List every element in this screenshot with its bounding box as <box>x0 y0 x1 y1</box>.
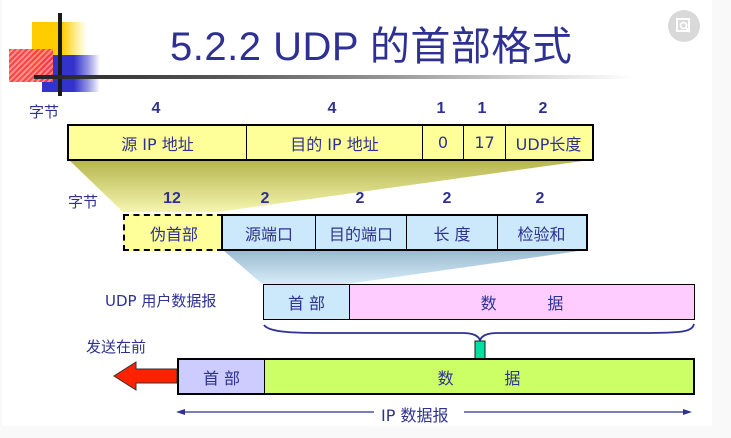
size-zero: 1 <box>436 100 446 117</box>
size-src-port: 2 <box>260 190 270 207</box>
size-pseudo: 12 <box>163 190 181 207</box>
ip-datagram-row: 首 部 数 据 <box>177 358 695 395</box>
ip-datagram-header: 首 部 <box>179 360 264 393</box>
send-first-label: 发送在前 <box>86 338 147 356</box>
zoom-button[interactable] <box>668 10 700 42</box>
brace <box>263 323 695 343</box>
ip-datagram-span-label: IP 数据报 <box>381 406 449 425</box>
field-zero: 0 <box>422 126 463 159</box>
size-protocol: 1 <box>477 100 487 117</box>
udp-header-row: 源端口 目的端口 长 度 检验和 <box>221 214 588 251</box>
zoom-icon <box>676 18 691 33</box>
field-udp-length: UDP长度 <box>505 126 591 159</box>
pseudo-header-box: 伪首部 <box>123 214 223 251</box>
send-arrow-icon <box>113 361 178 391</box>
field-dst-port: 目的端口 <box>315 216 406 249</box>
decor-vertical-line <box>58 13 62 96</box>
funnel-shapes <box>69 160 695 415</box>
size-dst-port: 2 <box>355 190 365 207</box>
page-title: 5.2.2 UDP 的首部格式 <box>170 25 573 69</box>
field-src-ip: 源 IP 地址 <box>121 134 194 154</box>
size-src-ip: 4 <box>151 100 161 117</box>
field-dst-ip: 目的 IP 地址 <box>246 126 422 159</box>
udp-datagram-row: 首 部 数 据 <box>263 284 695 320</box>
span-arrow-right-icon <box>683 409 692 415</box>
pseudo-header-funnel <box>69 160 590 212</box>
udp-header-funnel <box>223 250 586 284</box>
size-udp-length: 2 <box>538 100 548 117</box>
size-length: 2 <box>442 190 452 207</box>
title-underline <box>34 75 634 79</box>
ip-datagram-data: 数 据 <box>264 360 693 393</box>
bytes-label-2: 字节 <box>68 193 99 211</box>
udp-datagram-data: 数 据 <box>349 285 694 319</box>
udp-datagram-label: UDP 用户数据报 <box>105 292 217 310</box>
field-checksum: 检验和 <box>497 216 585 249</box>
size-dst-ip: 4 <box>327 100 337 117</box>
field-protocol: 17 <box>463 126 505 159</box>
udp-datagram-header: 首 部 <box>264 285 349 319</box>
field-src-port: 源端口 <box>244 224 293 244</box>
field-length: 长 度 <box>406 216 497 249</box>
slide: 5.2.2 UDP 的首部格式 <box>2 0 712 426</box>
bytes-label-1: 字节 <box>29 103 60 121</box>
pseudo-header-row: 源 IP 地址 目的 IP 地址 0 17 UDP长度 <box>67 124 594 161</box>
size-checksum: 2 <box>535 190 545 207</box>
span-arrow-left-icon <box>176 409 185 415</box>
